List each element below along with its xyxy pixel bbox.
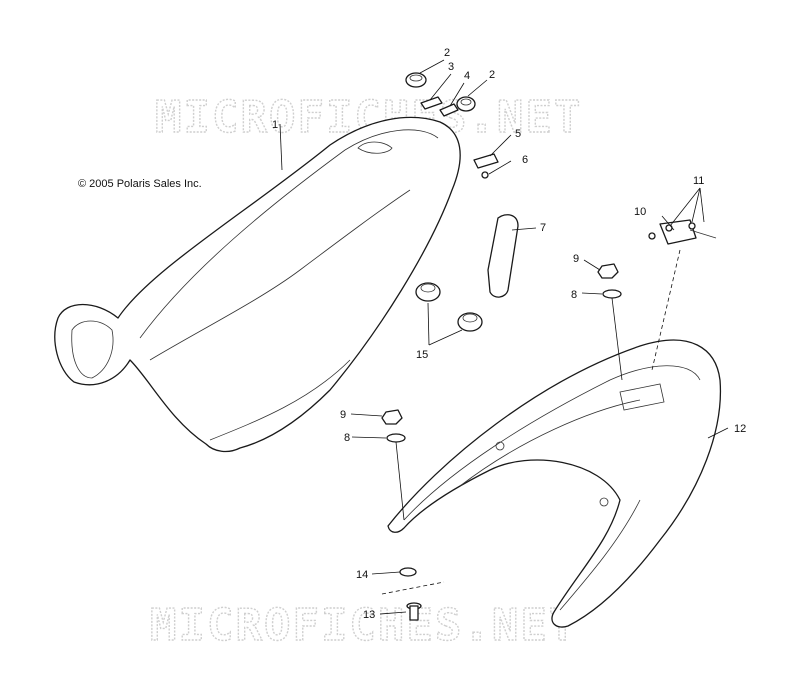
- leader-lines: [279, 59, 729, 615]
- callout-12: 12: [734, 423, 746, 435]
- callout-7: 7: [540, 222, 546, 234]
- handle-part-7: [487, 214, 519, 298]
- clip-part-3: [420, 96, 443, 110]
- callout-2a: 2: [444, 47, 450, 59]
- bumper-part-15a: [415, 282, 441, 302]
- washer-part-14: [399, 567, 417, 577]
- callout-10: 10: [634, 206, 646, 218]
- callout-8-right: 8: [571, 289, 577, 301]
- copyright-text: © 2005 Polaris Sales Inc.: [78, 178, 202, 190]
- callout-9-left: 9: [340, 409, 346, 421]
- callout-4: 4: [464, 70, 470, 82]
- bolt-part-13: [406, 602, 422, 621]
- callout-3: 3: [448, 61, 454, 73]
- callout-1: 1: [272, 119, 278, 131]
- callout-11: 11: [693, 175, 704, 187]
- callout-9-right: 9: [573, 253, 579, 265]
- seat-part-1: [54, 116, 461, 453]
- rear-cowl-part-12: [387, 339, 722, 628]
- nut-part-9-right: [597, 263, 619, 279]
- callouts: 1 2 3 4 2 5 6 7 9 8 9 8 15 10 11 12 14 1…: [272, 47, 746, 621]
- callout-6: 6: [522, 154, 528, 166]
- callout-13: 13: [363, 609, 375, 621]
- clip-part-4: [439, 103, 459, 117]
- callout-2b: 2: [489, 69, 495, 81]
- callout-14: 14: [356, 569, 368, 581]
- callout-8-left: 8: [344, 432, 350, 444]
- washer-part-8-left: [386, 433, 406, 443]
- nut-part-9-left: [381, 409, 403, 425]
- screw-part-6: [481, 171, 489, 179]
- callout-5: 5: [515, 128, 521, 140]
- bracket-part-5: [473, 153, 499, 169]
- grommet-part-2b: [456, 96, 476, 112]
- washer-part-8-right: [602, 289, 622, 299]
- watermark-bottom: MICROFICHES.NET: [150, 600, 577, 651]
- screws-part-11: [648, 222, 696, 240]
- bumper-part-15b: [457, 312, 483, 332]
- callout-15: 15: [416, 349, 428, 361]
- grommet-part-2a: [405, 72, 427, 88]
